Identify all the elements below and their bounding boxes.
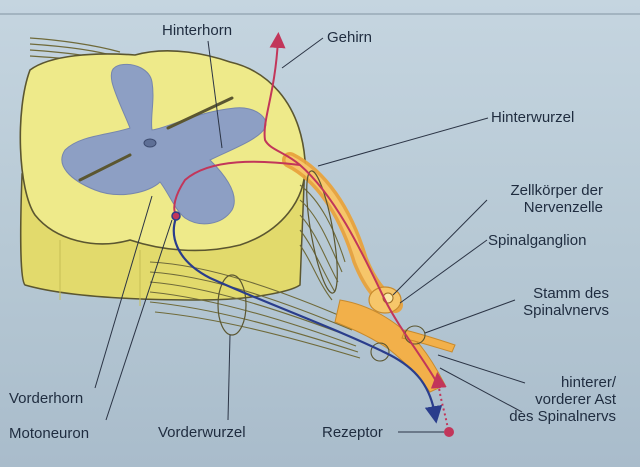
label-gehirn: Gehirn	[327, 29, 373, 46]
trunk-ring-b	[370, 342, 390, 362]
label-motoneuron: Motoneuron	[9, 425, 90, 442]
sensory-pathway	[263, 32, 441, 389]
label-vorderhorn: Vorderhorn	[9, 390, 84, 407]
label-zellkoerper-line2: Nervenzelle	[523, 199, 603, 216]
label-stamm-line2: Spinalvnervs	[523, 302, 609, 319]
label-zellkoerper-line1: Zellkörper der	[510, 182, 603, 199]
label-zellkoerper: Zellkörper der Nervenzelle	[488, 182, 603, 216]
sensory-collateral	[173, 160, 301, 216]
spinal-nerve-upper-branch	[401, 329, 456, 353]
dorsal-root	[282, 152, 403, 313]
ventral-root-ring	[217, 274, 247, 336]
leader-lines	[94, 37, 526, 433]
label-stamm: Stamm des Spinalvnervs	[517, 285, 609, 319]
anterior-fissure	[78, 153, 132, 182]
grey-matter	[61, 63, 267, 225]
central-canal	[143, 138, 157, 148]
label-rezeptor: Rezeptor	[322, 424, 383, 441]
label-ast: hinterer/ vorderer Ast des Spinalnervs	[488, 374, 616, 425]
motoneuron-soma	[171, 211, 181, 221]
label-hinterhorn: Hinterhorn	[162, 22, 233, 39]
label-vorderwurzel: Vorderwurzel	[158, 424, 246, 441]
label-stamm-line1: Stamm des	[533, 285, 609, 302]
label-hinterwurzel: Hinterwurzel	[491, 109, 575, 126]
label-ast-line2: vorderer Ast	[535, 391, 616, 408]
label-ast-line1: hinterer/	[560, 374, 616, 391]
receptor-dotted-path	[430, 372, 449, 431]
motor-pathway	[172, 217, 443, 424]
label-spinalganglion: Spinalganglion	[488, 232, 587, 249]
posterior-fissure	[166, 96, 234, 130]
label-ast-line3: des Spinalnervs	[509, 408, 616, 425]
spinal-nerve-trunk	[334, 299, 446, 393]
ventral-root	[149, 261, 361, 359]
dorsal-root-ring	[306, 170, 338, 294]
dorsal-root-rootlets	[299, 184, 346, 301]
receptor-dot	[444, 427, 454, 437]
